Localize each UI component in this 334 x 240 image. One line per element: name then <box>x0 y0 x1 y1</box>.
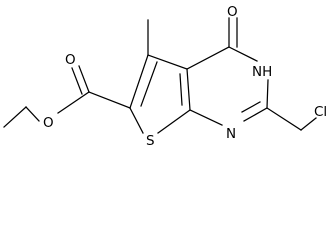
nh-label: NH <box>252 64 272 80</box>
bond-c7a-c4a <box>186 68 191 111</box>
bond-c7a-c4a-double <box>179 73 183 106</box>
chemical-structure-diagram: O O O S N NH Cl <box>3 4 328 149</box>
bond-c5-c6-double <box>140 61 158 107</box>
sulfur-label: S <box>146 133 155 149</box>
ring-nitrogen-label: N <box>226 126 236 142</box>
bond-s-c7a <box>157 109 191 134</box>
bond-c4-n3 <box>228 46 258 62</box>
bond-c2-n1 <box>243 107 268 122</box>
ester-carbonyl-oxygen-label: O <box>65 52 76 68</box>
bond-c2-ch2 <box>266 107 302 131</box>
molecule-svg: O O O S N NH Cl <box>3 4 327 149</box>
bond-ether-o-ethyl-ch2 <box>25 106 40 122</box>
bond-ester-c-carbonyl-o-double <box>71 67 83 95</box>
carbonyl-oxygen-label: O <box>227 4 238 20</box>
bond-c5-c6 <box>129 54 149 109</box>
bond-n1-c7a <box>189 109 223 126</box>
bond-c6-ester-c <box>88 91 131 109</box>
bond-c6-s <box>129 107 144 134</box>
bond-ch2-cl <box>300 117 317 131</box>
bond-c2-n1-double <box>241 101 261 113</box>
bond-ethyl-ch2-ch3 <box>3 106 27 128</box>
bond-ester-c-ether-o <box>57 91 90 114</box>
bond-n3-c2 <box>266 79 269 109</box>
bond-c4a-c5 <box>147 54 188 70</box>
bond-c4a-c4 <box>186 46 230 70</box>
chlorine-label: Cl <box>314 104 327 120</box>
ester-ether-oxygen-label: O <box>43 115 54 131</box>
bond-ester-c-carbonyl-o <box>78 65 90 93</box>
